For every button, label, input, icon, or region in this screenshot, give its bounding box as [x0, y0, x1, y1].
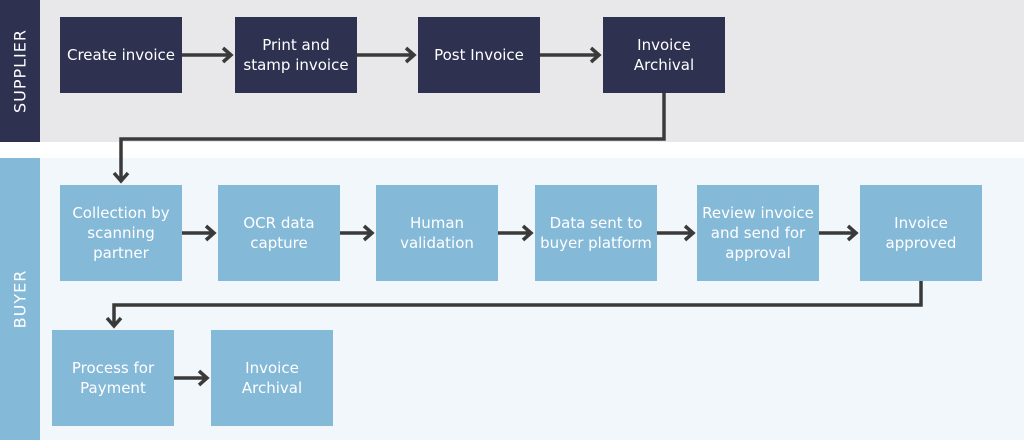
buyer-lane-title: BUYER [10, 269, 30, 329]
step-supplier-invoice-archival: Invoice Archival [603, 17, 725, 93]
step-buyer-invoice-archival: Invoice Archival [211, 330, 333, 426]
step-data-sent-buyer-platform: Data sent to buyer platform [535, 185, 657, 281]
step-invoice-approved: Invoice approved [860, 185, 982, 281]
step-create-invoice: Create invoice [60, 17, 182, 93]
step-post-invoice: Post Invoice [418, 17, 540, 93]
supplier-lane-title: SUPPLIER [10, 28, 30, 114]
step-process-payment: Process for Payment [52, 330, 174, 426]
step-print-stamp-invoice: Print and stamp invoice [235, 17, 357, 93]
step-ocr-data-capture: OCR data capture [218, 185, 340, 281]
step-review-invoice: Review invoice and send for approval [697, 185, 819, 281]
supplier-lane-label: SUPPLIER [0, 0, 40, 142]
buyer-lane-label: BUYER [0, 158, 40, 440]
step-collection-scanning: Collection by scanning partner [60, 185, 182, 281]
step-human-validation: Human validation [376, 185, 498, 281]
